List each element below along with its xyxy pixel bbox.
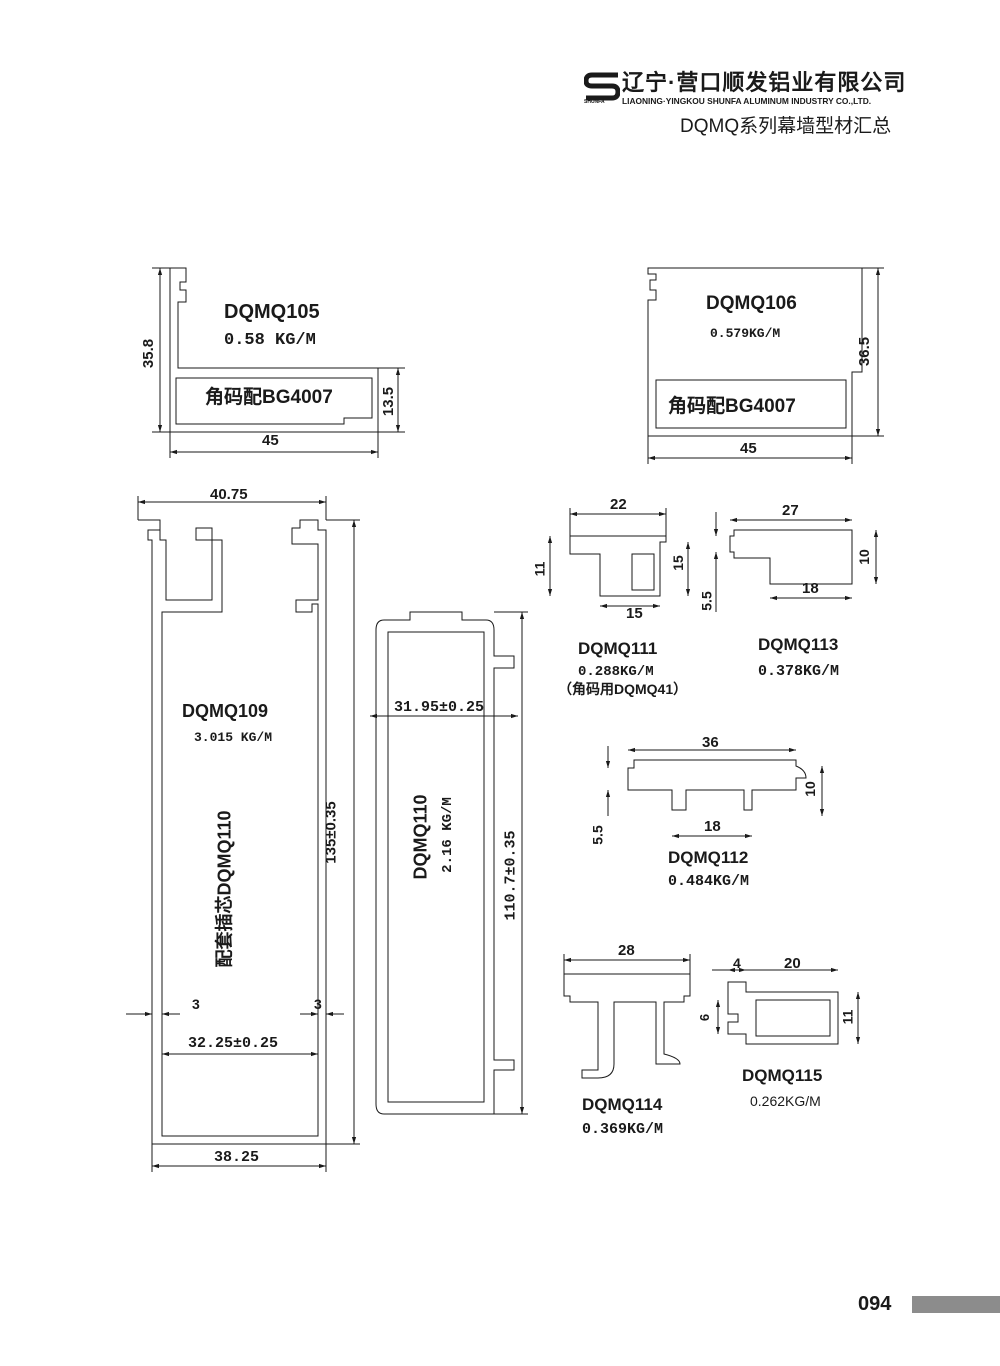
dqmq112-weight: 0.484KG/M [668, 873, 750, 890]
dqmq106-note: 角码配BG4007 [668, 396, 796, 417]
dqmq105-name: DQMQ105 [224, 301, 320, 323]
dqmq106-weight: 0.579KG/M [710, 326, 781, 341]
dqmq111-name: DQMQ111 [578, 639, 658, 658]
profile-dqmq110-outline [370, 611, 528, 1115]
dqmq115-dim-width: 20 [784, 955, 801, 972]
dqmq109-note: 配套插芯DQMQ110 [214, 810, 235, 968]
dqmq115-weight: 0.262KG/M [750, 1093, 821, 1109]
dqmq115-name: DQMQ115 [742, 1066, 823, 1085]
dqmq115-dim-right: 11 [839, 1009, 856, 1025]
dqmq111-dim-gap: 5.5 [698, 591, 715, 611]
profile-dqmq114-outline [563, 954, 691, 1079]
dqmq111-dim-left: 11 [531, 561, 548, 577]
dqmq115-dim-left: 6 [697, 1013, 713, 1022]
dqmq109-name: DQMQ109 [182, 701, 269, 721]
company-name-en: LIAONING·YINGKOU SHUNFA ALUMINUM INDUSTR… [622, 96, 872, 106]
dqmq112-name: DQMQ112 [668, 848, 749, 867]
profile-dqmq106-outline [647, 267, 884, 464]
dqmq110-name: DQMQ110 [410, 794, 431, 880]
company-logo [583, 72, 621, 106]
dqmq105-dim-height: 35.8 [140, 338, 158, 369]
profile-dqmq113-outline [713, 512, 879, 612]
profile-dqmq112-outline [605, 746, 825, 839]
company-name-cn: 辽宁·营口顺发铝业有限公司 [622, 70, 907, 95]
page-number-bar [912, 1296, 1000, 1313]
dqmq114-weight: 0.369KG/M [582, 1121, 664, 1138]
dqmq113-weight: 0.378KG/M [758, 663, 840, 680]
dqmq112-dim-top: 36 [702, 734, 719, 751]
dqmq109-dim-bottom: 38.25 [214, 1149, 260, 1166]
logo-mark-icon [583, 72, 621, 101]
page-number: 094 [858, 1293, 892, 1315]
page-title: DQMQ系列幕墙型材汇总 [680, 116, 892, 137]
dqmq109-dim-left-wall: 3 [192, 996, 200, 1012]
dqmq112-dim-left: 5.5 [589, 825, 606, 845]
dqmq115-dim-small: 4 [733, 955, 741, 971]
dqmq105-dim-width: 45 [262, 432, 279, 449]
dqmq105-dim-base: 13.5 [380, 386, 398, 417]
dqmq109-dim-top: 40.75 [210, 486, 248, 503]
profile-dqmq105-outline [152, 267, 405, 458]
dqmq111-dim-top: 22 [610, 496, 627, 513]
dqmq111-dim-right: 15 [669, 555, 686, 571]
profile-dqmq109-outline [126, 496, 360, 1172]
dqmq113-dim-right: 10 [855, 549, 872, 565]
profile-dqmq111-outline [547, 508, 691, 609]
dqmq105-weight: 0.58 KG/M [224, 331, 316, 350]
dqmq106-name: DQMQ106 [706, 293, 797, 314]
dqmq111-weight: 0.288KG/M [578, 664, 654, 680]
dqmq109-weight: 3.015 KG/M [194, 730, 273, 745]
dqmq110-dim-height: 110.7±0.35 [502, 830, 520, 921]
dqmq112-dim-right: 10 [801, 781, 818, 797]
dqmq109-dim-height: 135±0.35 [322, 801, 340, 864]
dqmq109-dim-right-wall: 3 [314, 996, 322, 1012]
dqmq106-dim-height: 36.5 [856, 336, 874, 367]
dqmq109-dim-inner: 32.25±0.25 [188, 1035, 279, 1052]
dqmq112-dim-bottom: 18 [704, 818, 721, 835]
profile-dqmq115-outline [712, 967, 861, 1045]
dqmq111-note: （角码用DQMQ41） [558, 681, 688, 697]
logo-text: SHUNFA [584, 99, 605, 105]
dqmq110-dim-width: 31.95±0.25 [394, 699, 485, 716]
dqmq114-dim-top: 28 [618, 942, 635, 959]
dqmq113-dim-bottom: 18 [802, 580, 819, 597]
dqmq113-name: DQMQ113 [758, 635, 839, 654]
dqmq106-dim-width: 45 [740, 440, 757, 457]
dqmq113-dim-top: 27 [782, 502, 799, 519]
dqmq110-weight: 2.16 KG/M [439, 797, 456, 873]
dqmq114-name: DQMQ114 [582, 1095, 663, 1114]
dqmq111-dim-bottom: 15 [626, 605, 643, 622]
dqmq105-note: 角码配BG4007 [205, 387, 333, 408]
